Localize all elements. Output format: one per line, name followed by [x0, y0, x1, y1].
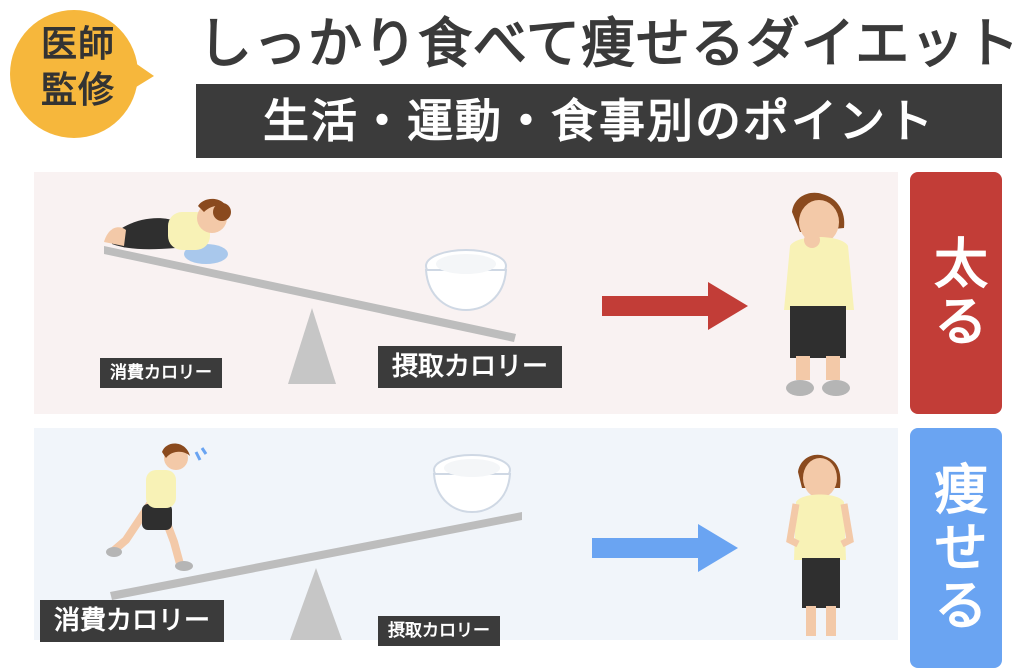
running-person-icon [106, 443, 208, 571]
person-overweight-icon [784, 192, 854, 396]
speech-bubble-icon [10, 10, 154, 138]
gain-intake-label: 摂取カロリー [378, 346, 563, 388]
rice-bowl-icon [432, 454, 512, 514]
lose-seesaw-beam [110, 512, 522, 600]
lose-fulcrum [290, 568, 342, 640]
lose-intake-label: 摂取カロリー [378, 616, 500, 646]
arrow-right-icon [592, 524, 738, 572]
doctor-supervised-badge: 医師 監修 [8, 6, 154, 142]
resting-person-icon [104, 198, 231, 264]
lose-consume-label: 消費カロリー [40, 600, 225, 642]
arrow-right-icon [602, 282, 748, 330]
result-gain-box: 太る [910, 172, 1002, 414]
page-title: しっかり食べて痩せるダイエット [198, 12, 1021, 75]
gain-fulcrum [288, 308, 336, 384]
gain-consume-label: 消費カロリー [100, 358, 222, 388]
rice-bowl-icon [424, 249, 508, 312]
gain-seesaw-beam [104, 246, 516, 342]
page-subtitle: 生活・運動・食事別のポイント [196, 84, 1002, 158]
badge-text: 医師 監修 [22, 22, 134, 114]
result-lose-box: 痩せる [910, 428, 1002, 668]
badge-line-1: 医師 [40, 24, 115, 65]
badge-line-2: 監修 [40, 70, 115, 111]
illustration-layer [104, 192, 854, 640]
person-slim-icon [786, 454, 854, 636]
